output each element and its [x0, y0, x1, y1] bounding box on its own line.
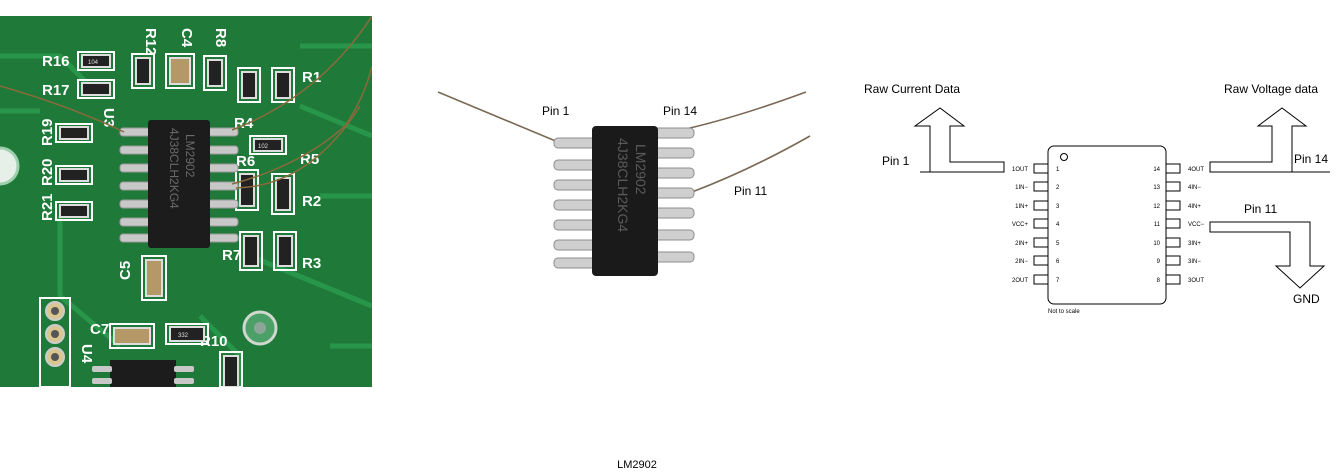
silk-r8: R8: [212, 28, 229, 47]
schematic-drawing: 1OUT 1IN− 1IN+ VCC+ 2IN+ 2IN− 2OUT 1 2 3…: [913, 107, 1330, 315]
left-pin-name-7: 2OUT: [1012, 278, 1028, 284]
silk-r19: R19: [39, 118, 56, 146]
left-pin-name-1: 1OUT: [1012, 167, 1028, 173]
right-pin-num-10: 10: [1153, 241, 1160, 247]
raw-voltage-data-label: Raw Voltage data: [1224, 82, 1319, 96]
chip-photo-pin14-label: Pin 14: [663, 104, 698, 118]
pcb-photo: R16 R17 R19 R20 R21 R12 C4 R8 R1 U3 R4 R…: [0, 15, 373, 388]
current-data-arrow: [913, 107, 1005, 173]
ic-body: [1047, 145, 1167, 305]
schematic-pin14-label: Pin 14: [1294, 152, 1329, 166]
silk-r16: R16: [42, 53, 70, 70]
pcb-ic-u3: 4J38CLH2KG4 LM2902: [119, 120, 239, 248]
gnd-label: GND: [1293, 292, 1320, 306]
silk-u4: U4: [78, 344, 95, 364]
silk-r20: R20: [39, 158, 56, 186]
left-pin-num-7: 7: [1056, 278, 1060, 284]
left-pin-name-4: VCC+: [1012, 222, 1029, 228]
left-pin-num-2: 2: [1056, 185, 1060, 191]
silk-r12: R12: [142, 28, 159, 56]
right-pin-num-12: 12: [1153, 204, 1160, 210]
pinout-schematic: 1OUT 1IN− 1IN+ VCC+ 2IN+ 2IN− 2OUT 1 2 3…: [840, 70, 1330, 330]
right-pin-num-11: 11: [1154, 222, 1161, 228]
chip-photo: 4J38CLH2KG4 LM2902: [430, 80, 820, 290]
board-res-mark-104: 104: [88, 60, 99, 66]
right-pin-num-9: 9: [1157, 259, 1161, 265]
pin1-indicator: [1060, 153, 1068, 161]
figure-caption: LM2902: [617, 459, 657, 471]
right-pin-name-14: 4OUT: [1188, 167, 1204, 173]
chip-photo-pin11-label: Pin 11: [734, 184, 768, 198]
raw-current-data-label: Raw Current Data: [864, 82, 961, 96]
silk-r10: R10: [200, 333, 228, 350]
chip-photo-part: LM2902: [633, 144, 649, 195]
left-pin-name-6: 2IN−: [1015, 259, 1028, 265]
silk-r7: R7: [222, 247, 241, 264]
left-pin-num-4: 4: [1056, 222, 1060, 228]
voltage-data-arrow: [1209, 107, 1308, 173]
gnd-arrow: [1209, 221, 1326, 289]
right-pin-name-13: 4IN−: [1188, 185, 1201, 191]
left-pin-num-3: 3: [1056, 204, 1060, 210]
silk-r17: R17: [42, 82, 70, 99]
silk-r2: R2: [302, 193, 321, 210]
chip-photo-pin1-label: Pin 1: [542, 104, 570, 118]
silk-r3: R3: [302, 255, 321, 272]
right-pin-name-9: 3IN−: [1188, 259, 1201, 265]
right-pin-num-14: 14: [1153, 167, 1160, 173]
left-pin-num-6: 6: [1056, 259, 1060, 265]
right-pin-num-8: 8: [1157, 278, 1161, 284]
silk-c5: C5: [117, 261, 134, 280]
board-res-mark-332: 332: [178, 333, 189, 339]
left-pin-num-1: 1: [1056, 167, 1060, 173]
right-pin-name-8: 3OUT: [1188, 278, 1204, 284]
board-res-mark-102: 102: [258, 144, 269, 150]
schematic-pin1-label: Pin 1: [882, 154, 910, 168]
left-pin-name-5: 2IN+: [1015, 241, 1028, 247]
left-pin-name-2: 1IN−: [1015, 185, 1028, 191]
right-pin-num-13: 13: [1153, 185, 1160, 191]
right-pin-name-10: 3IN+: [1188, 241, 1201, 247]
not-to-scale-note: Not to scale: [1048, 309, 1080, 315]
chip-photo-marking: 4J38CLH2KG4: [615, 138, 631, 232]
silk-c4: C4: [178, 28, 195, 48]
left-pin-name-3: 1IN+: [1015, 204, 1028, 210]
pcb-ic-part: LM2902: [183, 134, 197, 178]
chip-photo-drawing: 4J38CLH2KG4 LM2902: [437, 91, 811, 276]
pcb-ic-marking: 4J38CLH2KG4: [167, 128, 181, 209]
schematic-pin11-label: Pin 11: [1244, 202, 1278, 216]
right-pin-name-12: 4IN+: [1188, 204, 1201, 210]
pcb-photo-drawing: R16 R17 R19 R20 R21 R12 C4 R8 R1 U3 R4 R…: [0, 15, 373, 388]
silk-c7: C7: [90, 321, 109, 338]
silk-r5: R5: [300, 151, 319, 168]
silk-r6: R6: [236, 153, 255, 170]
left-pin-num-5: 5: [1056, 241, 1060, 247]
silk-r1: R1: [302, 69, 321, 86]
silk-r21: R21: [39, 193, 56, 221]
right-pin-name-11: VCC−: [1188, 222, 1205, 228]
